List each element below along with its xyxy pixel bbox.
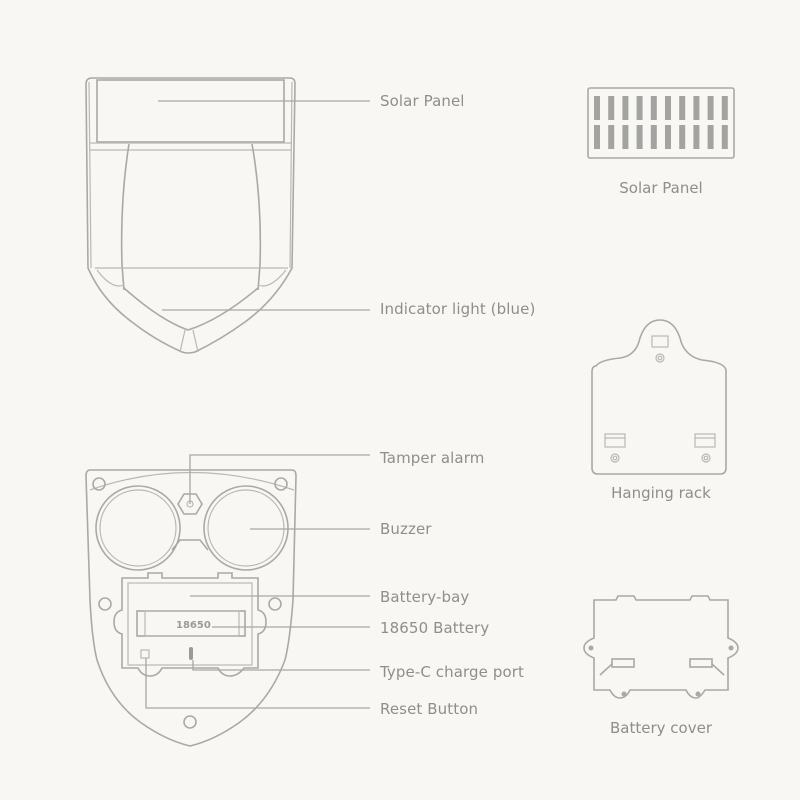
reset-button-callout: Reset Button: [380, 700, 479, 718]
solar-panel-accessory: [587, 87, 735, 159]
leader-tamper-alarm: [189, 454, 370, 504]
leader-reset-button: [145, 658, 370, 709]
battery-callout: 18650 Battery: [380, 619, 490, 637]
battery-label-text: 18650: [176, 620, 211, 631]
battery-cover-accessory: [583, 595, 739, 699]
indicator-light-callout: Indicator light (blue): [380, 300, 536, 318]
hanging-rack-caption: Hanging rack: [611, 484, 711, 502]
back-view-device: 18650: [85, 469, 297, 747]
charge-port-callout: Type-C charge port: [380, 663, 525, 681]
tamper-alarm-callout: Tamper alarm: [380, 449, 485, 467]
hanging-rack-accessory: [591, 319, 727, 475]
solar-panel-callout: Solar Panel: [380, 92, 465, 110]
battery-cover-caption: Battery cover: [610, 719, 712, 737]
leader-charge-port: [192, 660, 370, 671]
battery-bay-callout: Battery-bay: [380, 588, 470, 606]
buzzer-callout: Buzzer: [380, 520, 432, 538]
solar-panel-caption: Solar Panel: [619, 179, 703, 197]
front-view-device: [85, 77, 296, 354]
